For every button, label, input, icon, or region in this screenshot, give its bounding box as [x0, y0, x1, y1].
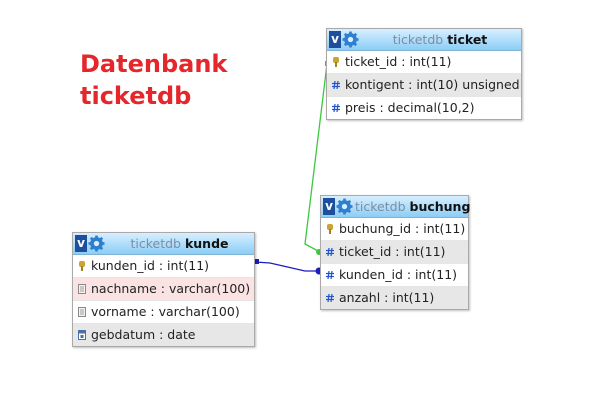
column-label: kunden_id : int(11)	[339, 267, 458, 282]
column-label: buchung_id : int(11)	[339, 221, 466, 236]
gear-icon[interactable]	[88, 235, 105, 252]
column-row[interactable]: gebdatum : date	[73, 323, 254, 346]
table-header[interactable]: v ticketdb ticket	[327, 29, 521, 51]
table-name: kunde	[184, 236, 229, 251]
title-line-database: Datenbank	[80, 50, 228, 78]
column-row[interactable]: vorname : varchar(100)	[73, 300, 254, 323]
table-buchung[interactable]: v ticketdb buchung buchung_id : int(11) …	[320, 195, 470, 310]
column-row[interactable]: buchung_id : int(11)	[321, 218, 468, 240]
column-row[interactable]: nachname : varchar(100)	[73, 277, 254, 300]
numeric-column-icon	[326, 247, 334, 257]
column-row[interactable]: ticket_id : int(11)	[327, 51, 521, 73]
column-label: kontigent : int(10) unsigned	[345, 77, 520, 92]
column-label: gebdatum : date	[91, 327, 196, 342]
relation-line-kunde	[254, 261, 320, 272]
primary-key-icon	[79, 261, 85, 271]
table-header[interactable]: v ticketdb buchung	[321, 196, 470, 218]
column-row[interactable]: kontigent : int(10) unsigned	[327, 73, 521, 96]
table-header-text[interactable]: ticketdb buchung	[355, 196, 470, 217]
database-name: ticketdb	[130, 236, 181, 251]
diagram-title: Datenbank ticketdb	[80, 48, 227, 112]
numeric-column-icon	[332, 80, 340, 90]
column-label: ticket_id : int(11)	[339, 244, 446, 259]
toggle-button[interactable]: v	[75, 235, 87, 252]
numeric-column-icon	[332, 103, 340, 113]
column-label: nachname : varchar(100)	[91, 281, 251, 296]
toggle-button[interactable]: v	[323, 198, 335, 215]
column-label: preis : decimal(10,2)	[345, 100, 475, 115]
column-row[interactable]: preis : decimal(10,2)	[327, 96, 521, 119]
table-name: buchung	[409, 199, 471, 214]
column-row[interactable]: anzahl : int(11)	[321, 286, 468, 309]
numeric-column-icon	[326, 270, 334, 280]
table-kunde[interactable]: v ticketdb kunde kunden_id : int(11) nac…	[72, 232, 255, 347]
column-row[interactable]: ticket_id : int(11)	[321, 240, 468, 263]
gear-icon[interactable]	[342, 31, 359, 48]
column-label: vorname : varchar(100)	[91, 304, 240, 319]
numeric-column-icon	[326, 293, 334, 303]
table-ticket[interactable]: v ticketdb ticket ticket_id : int(11) ko…	[326, 28, 522, 120]
column-label: ticket_id : int(11)	[345, 54, 452, 69]
database-name: ticketdb	[392, 32, 444, 47]
primary-key-icon	[327, 224, 333, 234]
gear-icon[interactable]	[336, 198, 353, 215]
column-row[interactable]: kunden_id : int(11)	[73, 255, 254, 277]
text-column-icon	[78, 284, 86, 294]
text-column-icon	[78, 307, 86, 317]
column-label: kunden_id : int(11)	[91, 258, 210, 273]
table-header-text[interactable]: ticketdb ticket	[361, 29, 519, 50]
table-name: ticket	[447, 32, 488, 47]
table-header-text[interactable]: ticketdb kunde	[107, 233, 252, 254]
column-row[interactable]: kunden_id : int(11)	[321, 263, 468, 286]
column-label: anzahl : int(11)	[339, 290, 435, 305]
date-column-icon	[78, 330, 86, 340]
database-name: ticketdb	[355, 199, 406, 214]
title-line-dbname: ticketdb	[80, 82, 192, 110]
table-header[interactable]: v ticketdb kunde	[73, 233, 254, 255]
toggle-button[interactable]: v	[329, 31, 341, 48]
primary-key-icon	[333, 57, 339, 67]
relation-start-kunde	[254, 259, 259, 264]
